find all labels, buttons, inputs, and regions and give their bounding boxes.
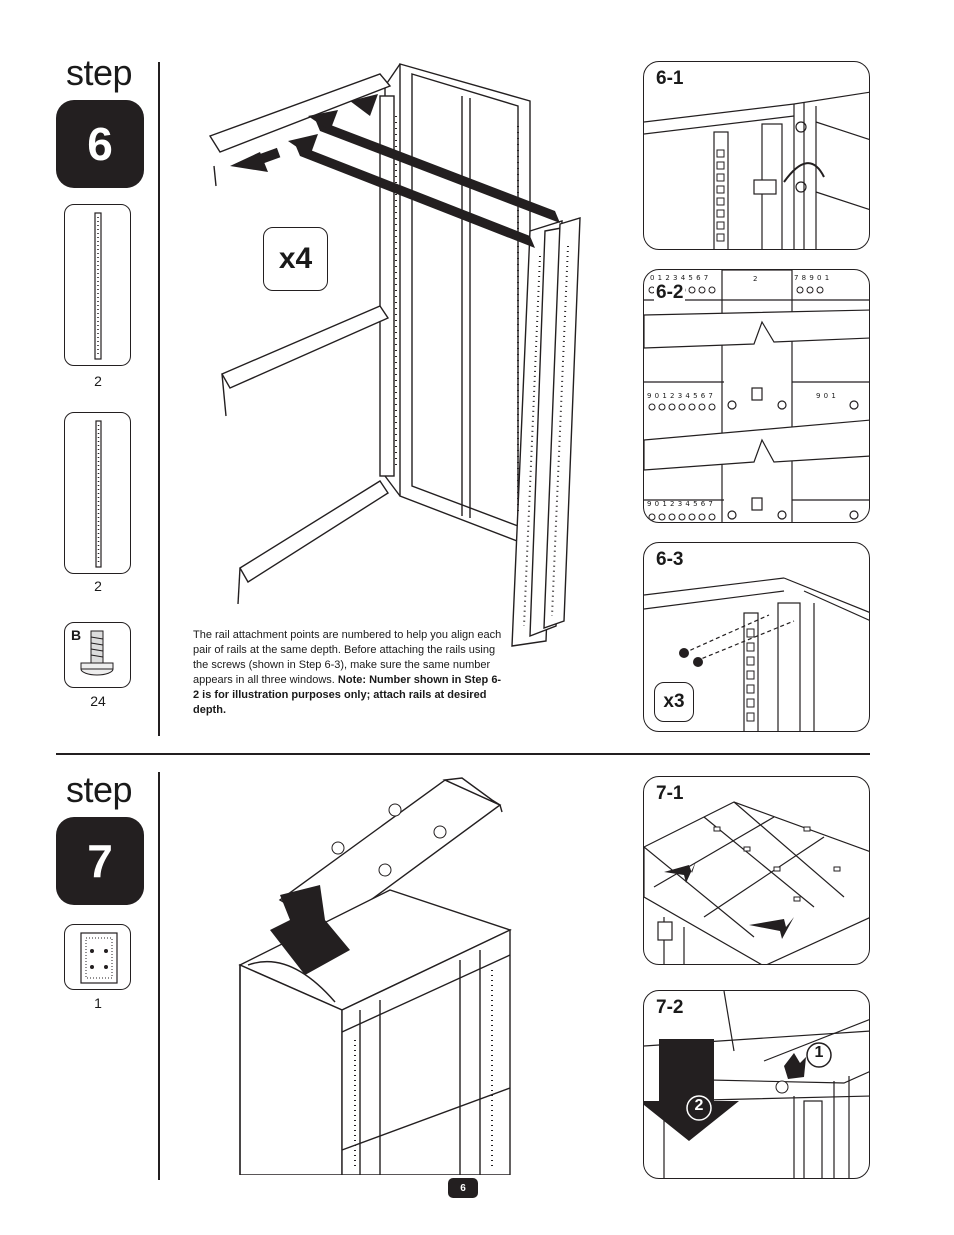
part-screw-b-label: B bbox=[71, 627, 82, 643]
panel-6-2-scale-mid-right: 9 0 1 bbox=[816, 392, 837, 400]
panel-6-2-scale-top-left: 0 1 2 3 4 5 6 7 bbox=[650, 274, 709, 282]
part-screw-b: B bbox=[64, 622, 131, 688]
panel-6-3: 6-3 x3 bbox=[643, 542, 870, 732]
panel-6-3-label: 6-3 bbox=[654, 549, 686, 571]
step-6-multiplier: x4 bbox=[263, 227, 328, 291]
part-rail-short bbox=[64, 412, 131, 574]
panel-6-3-multiplier: x3 bbox=[654, 682, 694, 722]
panel-7-2-callout-1: 1 bbox=[814, 1044, 824, 1061]
step-7-badge: 7 bbox=[56, 817, 144, 905]
panel-6-2-illustration bbox=[644, 270, 869, 522]
step-7-divider bbox=[158, 772, 160, 1180]
panel-7-1-illustration bbox=[644, 801, 869, 964]
step-6-cabinet-illustration bbox=[208, 63, 581, 647]
part-top-panel-qty: 1 bbox=[94, 995, 102, 1011]
section-divider bbox=[56, 753, 870, 755]
top-panel-icon bbox=[80, 932, 118, 984]
step-6-note-bold: Note: Number shown in Step 6-2 is for il… bbox=[193, 674, 502, 716]
panel-7-1: 7-1 bbox=[643, 776, 870, 965]
panel-7-2: 7-2 1 2 bbox=[643, 990, 870, 1179]
panel-6-2-label: 6-2 bbox=[654, 282, 686, 304]
panel-7-1-label: 7-1 bbox=[654, 783, 686, 805]
panel-6-2: 0 1 2 3 4 5 6 7 7 8 9 0 1 9 0 1 2 3 4 5 … bbox=[643, 269, 870, 523]
step-6-divider bbox=[158, 62, 160, 736]
panel-7-2-label: 7-2 bbox=[654, 997, 686, 1019]
panel-6-1-illustration bbox=[644, 91, 869, 249]
panel-7-2-callout-2: 2 bbox=[694, 1097, 704, 1114]
step-6-word: step bbox=[66, 52, 133, 93]
panel-6-2-scale-mid: 9 0 1 2 3 4 5 6 7 bbox=[647, 392, 714, 400]
rail-short-icon bbox=[95, 420, 102, 568]
rail-long-icon bbox=[94, 212, 102, 360]
part-top-panel bbox=[64, 924, 131, 990]
step-7-cabinet-illustration bbox=[238, 777, 512, 1175]
screw-icon bbox=[80, 630, 114, 676]
step-6-note: The rail attachment points are numbered … bbox=[193, 628, 503, 718]
step-6-note-text: The rail attachment points are numbered … bbox=[193, 629, 502, 686]
part-rail-long-qty: 2 bbox=[94, 373, 102, 389]
part-rail-long bbox=[64, 204, 131, 366]
panel-6-1-label: 6-1 bbox=[654, 68, 686, 90]
panel-6-3-illustration bbox=[644, 577, 869, 731]
panel-6-2-scale-bottom: 9 0 1 2 3 4 5 6 7 bbox=[647, 500, 714, 508]
part-rail-short-qty: 2 bbox=[94, 578, 102, 594]
step-7-word: step bbox=[66, 769, 133, 810]
page-number: 6 bbox=[448, 1178, 478, 1198]
panel-7-2-illustration bbox=[644, 991, 869, 1178]
step-6-badge: 6 bbox=[56, 100, 144, 188]
panel-6-2-tag: 2 bbox=[753, 275, 758, 283]
part-screw-b-qty: 24 bbox=[90, 693, 106, 709]
panel-6-1: 6-1 bbox=[643, 61, 870, 250]
panel-6-2-scale-top-right: 7 8 9 0 1 bbox=[794, 274, 830, 282]
